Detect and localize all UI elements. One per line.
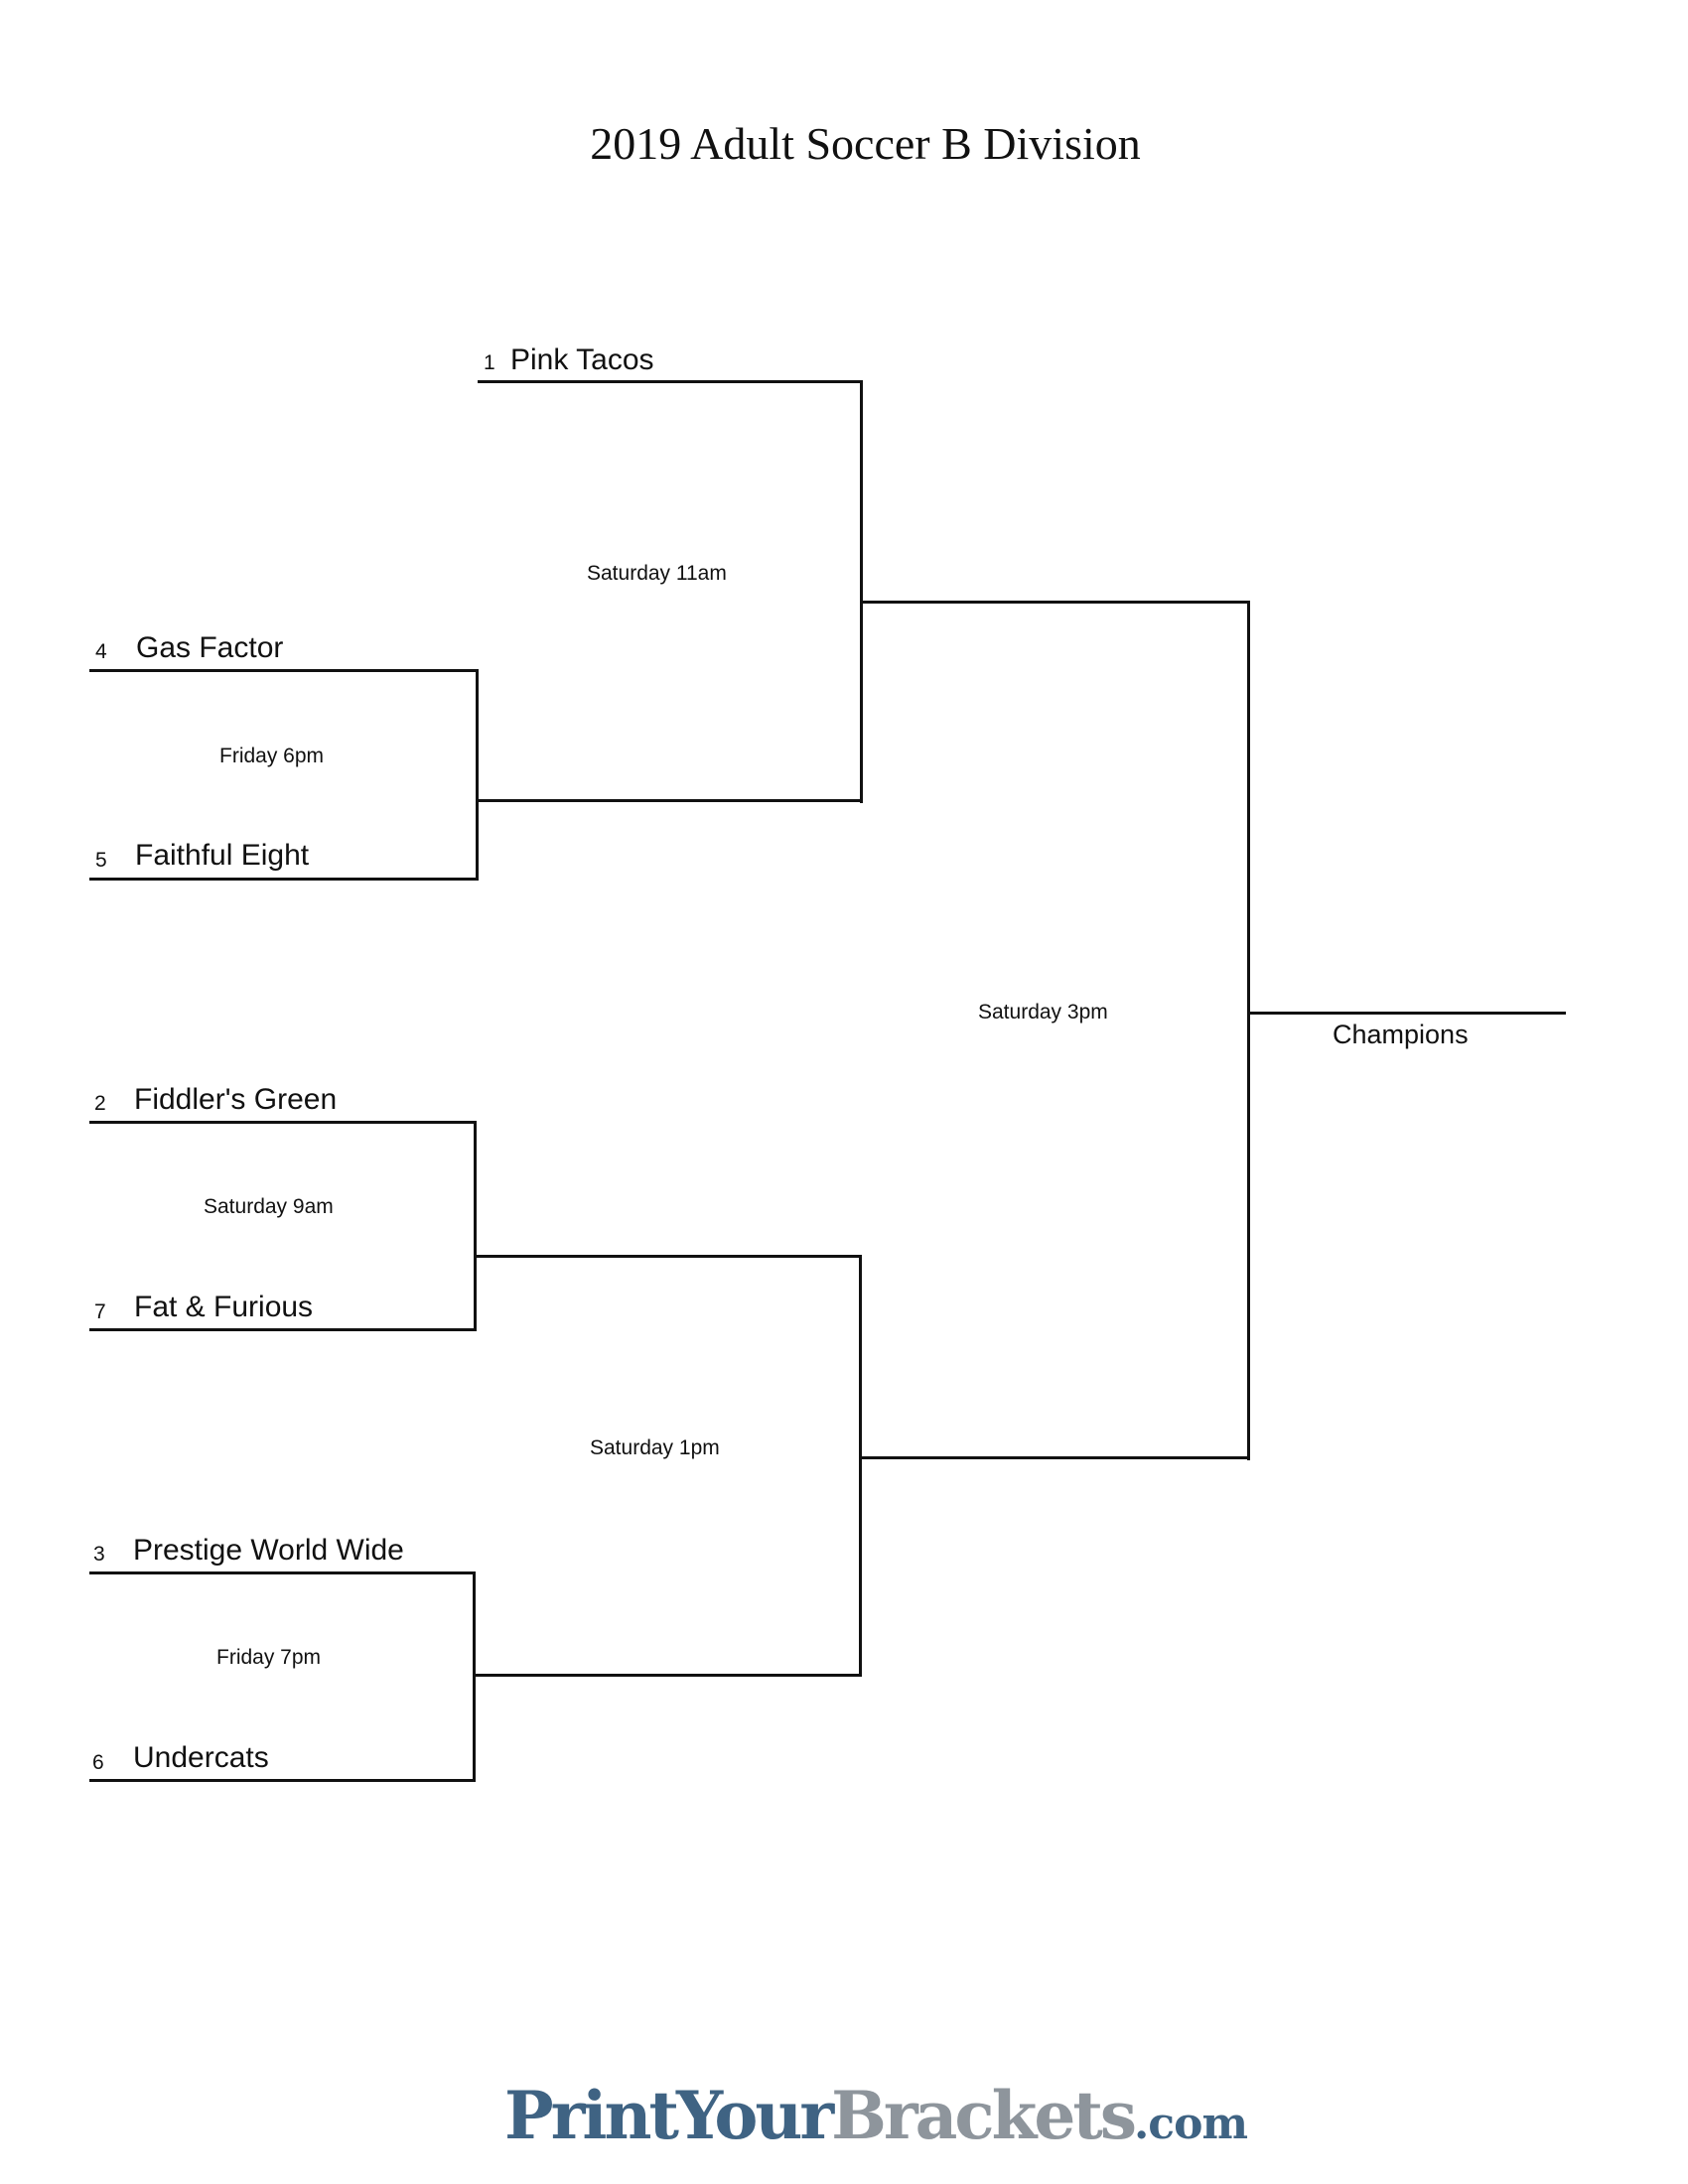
bracket-line	[1247, 601, 1250, 1460]
game-time: Friday 6pm	[219, 745, 325, 767]
team-name: Gas Factor	[136, 631, 284, 664]
seed-number: 3	[93, 1543, 105, 1566]
bracket-line	[89, 1571, 476, 1574]
bracket-line	[859, 1456, 1250, 1459]
champions-label: Champions	[1333, 1020, 1469, 1049]
seed-number: 4	[95, 640, 107, 663]
seed-number: 1	[484, 351, 495, 374]
bracket-line	[473, 1571, 476, 1782]
bracket-line	[474, 1255, 862, 1258]
printyourbrackets-logo: PrintYourBrackets.com	[504, 2083, 1248, 2149]
bracket-line	[89, 1121, 477, 1124]
game-time: Saturday 3pm	[978, 1001, 1108, 1024]
seed-number: 7	[94, 1300, 106, 1323]
game-time: Saturday 1pm	[590, 1436, 720, 1459]
logo-text-part: .com	[1133, 2099, 1248, 2149]
game-time: Friday 7pm	[216, 1646, 322, 1669]
seed-number: 6	[92, 1751, 104, 1774]
bracket-line	[860, 380, 863, 803]
team-name: Fiddler's Green	[134, 1083, 338, 1116]
team-name: Faithful Eight	[135, 839, 310, 872]
game-time: Saturday 9am	[204, 1195, 334, 1218]
bracket-line	[473, 1674, 862, 1677]
bracket-line	[859, 1255, 862, 1677]
bracket-line	[89, 878, 479, 881]
bracket-line	[476, 799, 863, 802]
team-name: Pink Tacos	[510, 343, 654, 376]
logo-text-part: PrintYour	[504, 2077, 834, 2154]
seed-number: 5	[95, 849, 107, 872]
bracket-line	[89, 1328, 477, 1331]
bracket-title: 2019 Adult Soccer B Division	[590, 118, 1141, 169]
logo-text-part: Brackets	[831, 2077, 1137, 2154]
bracket-line	[478, 380, 863, 383]
seed-number: 2	[94, 1092, 106, 1115]
team-name: Undercats	[133, 1741, 269, 1774]
bracket-line	[474, 1121, 477, 1331]
bracket-line	[476, 669, 479, 881]
bracket-line	[89, 1779, 476, 1782]
bracket-line	[860, 601, 1250, 604]
champions-line	[1247, 1012, 1566, 1015]
team-name: Prestige World Wide	[133, 1534, 404, 1567]
game-time: Saturday 11am	[587, 562, 727, 585]
bracket-line	[89, 669, 479, 672]
team-name: Fat & Furious	[134, 1291, 314, 1323]
